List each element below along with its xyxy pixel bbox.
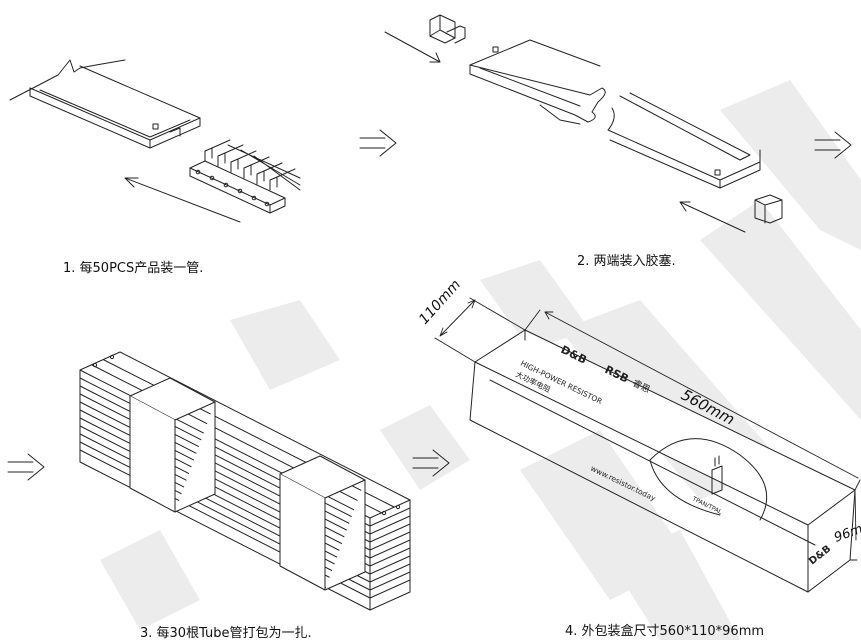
step4-caption: 4. 外包装盒尺寸560*110*96mm <box>565 624 765 639</box>
end-logo: D&B <box>807 544 833 568</box>
tube-left <box>469 39 606 125</box>
plug-bottom <box>754 194 783 224</box>
plug-arrow-bottom <box>679 201 746 233</box>
resistor-strip <box>189 139 301 214</box>
dim-height-label: 110mm <box>416 277 464 328</box>
broken-edge-line <box>9 59 126 101</box>
strap-band-2 <box>279 455 366 591</box>
tube-open <box>29 65 201 149</box>
plug-top <box>429 14 466 44</box>
step1-caption: 1. 每50PCS产品装一管. <box>63 261 204 276</box>
step3-caption: 3. 每30根Tube管打包为一扎. <box>140 626 312 641</box>
strap-band-1 <box>129 377 216 513</box>
step3-illustration <box>79 351 411 611</box>
step2-illustration <box>384 14 783 233</box>
model-label: TPAN/TPAL <box>690 495 723 516</box>
dim-96 <box>849 489 858 561</box>
flow-arrow-4 <box>412 449 450 477</box>
step2-caption: 2. 两端装入胶塞. <box>577 254 676 269</box>
step1-illustration <box>9 59 301 223</box>
flow-arrow-2 <box>814 131 852 159</box>
flow-arrow-3 <box>7 453 45 481</box>
dim-560 <box>524 309 861 491</box>
flow-arrow-1 <box>359 129 397 157</box>
dim-110 <box>434 297 526 363</box>
plug-arrow-top <box>384 31 441 63</box>
step4-illustration <box>434 297 861 593</box>
tube-right <box>607 92 761 189</box>
insert-arrow <box>124 177 241 223</box>
dim-width-label: 96mm <box>832 517 861 545</box>
